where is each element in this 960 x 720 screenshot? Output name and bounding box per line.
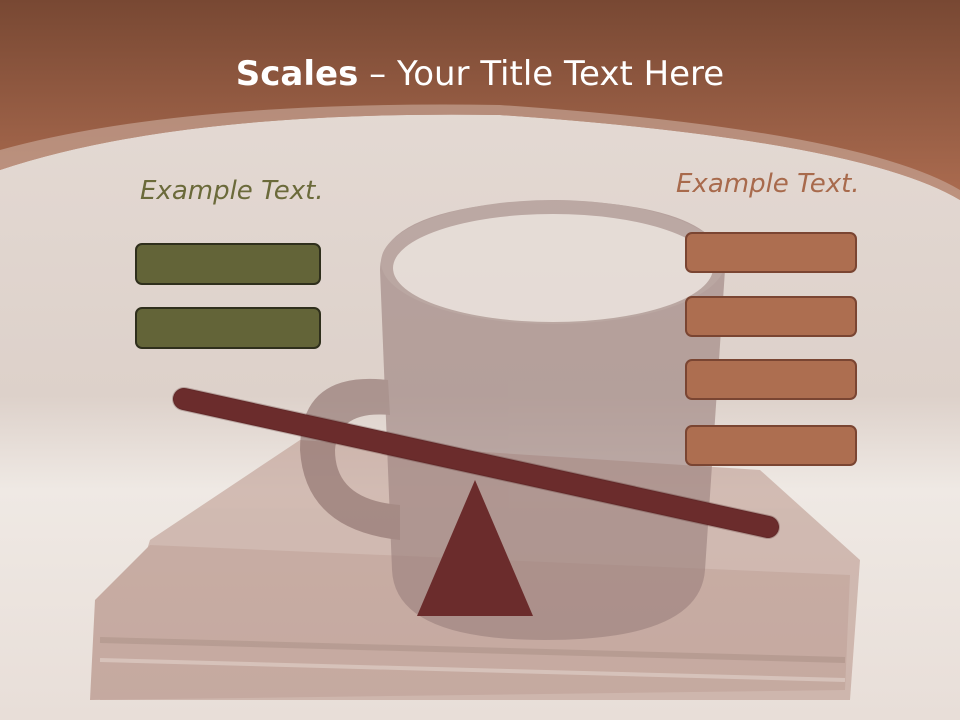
right-text-box-4[interactable] [685,425,857,466]
left-text-box-1[interactable] [135,243,321,285]
right-text-box-2[interactable] [685,296,857,337]
left-example-text: Example Text. [140,176,324,206]
title-rest: – Your Title Text Here [358,54,725,94]
title-bold: Scales [235,54,359,94]
slide-title: Scales – Your Title Text Here [0,52,960,96]
left-text-box-2[interactable] [135,307,321,349]
right-text-box-1[interactable] [685,232,857,273]
right-example-text: Example Text. [676,169,860,199]
right-text-box-3[interactable] [685,359,857,400]
